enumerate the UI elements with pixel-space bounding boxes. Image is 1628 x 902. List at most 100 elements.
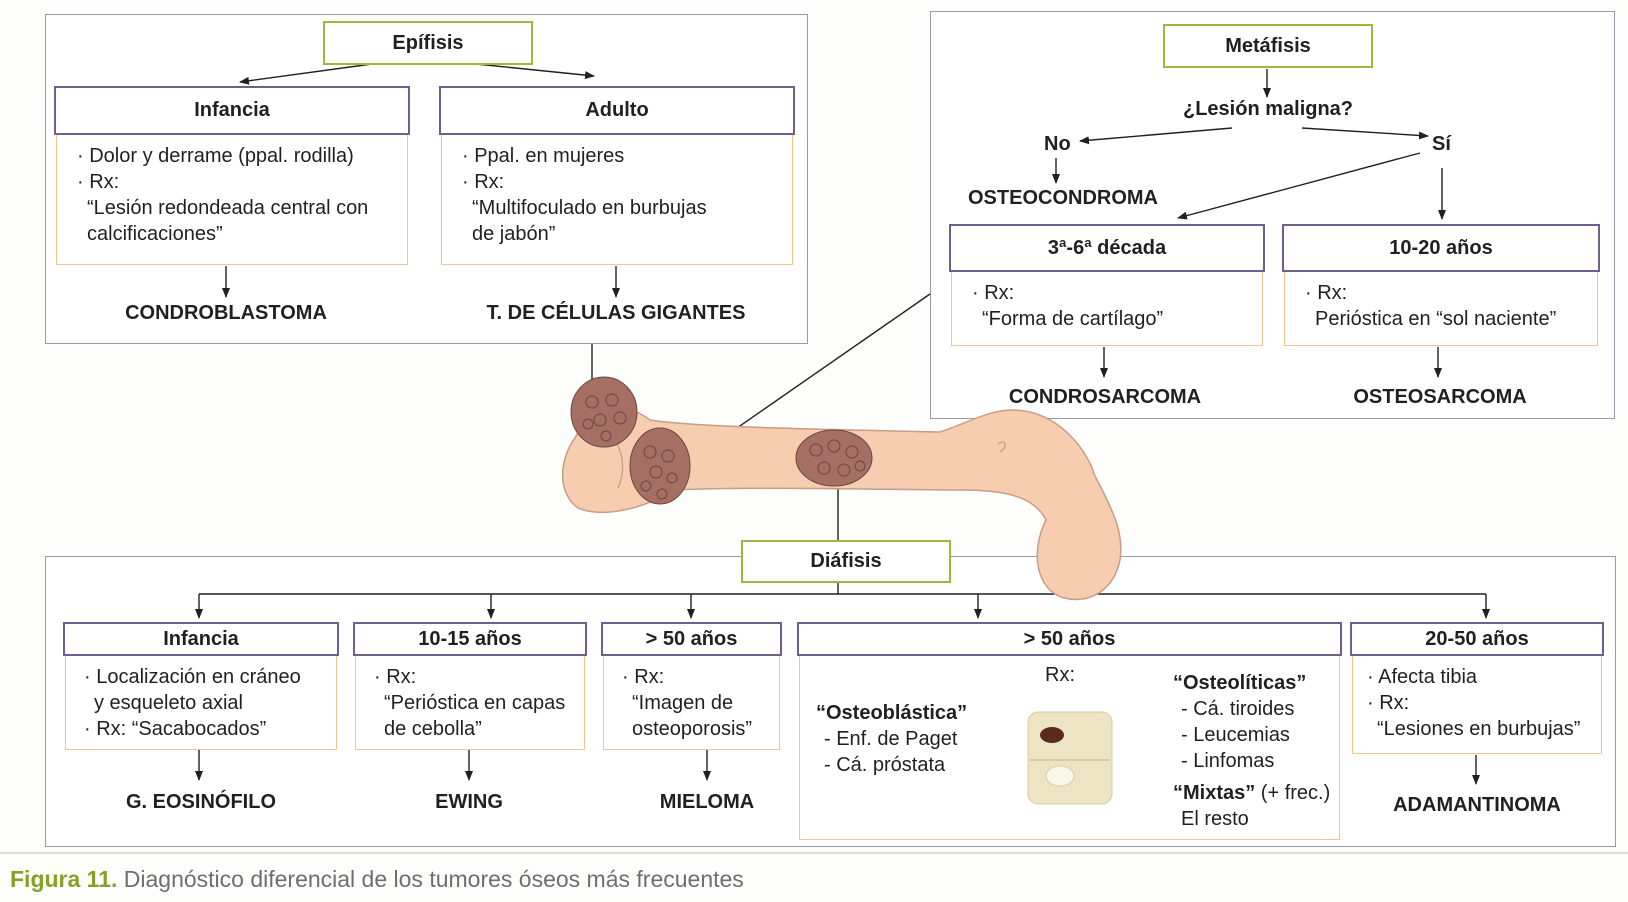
diafisis-metastasis-header-label: > 50 años bbox=[1023, 627, 1116, 650]
blastica-item-2: - Cá. próstata bbox=[824, 754, 946, 776]
femur-trochanter-line bbox=[997, 441, 1006, 453]
diafisis-infancia-line-1: · Localización en cráneo bbox=[84, 666, 301, 688]
metafisis-no: No bbox=[1044, 133, 1071, 155]
caption-divider bbox=[0, 852, 1628, 854]
arrow-epifisis-adulto bbox=[475, 63, 595, 80]
metastasis-mixtas: “Mixtas” (+ frec.) El resto bbox=[1173, 780, 1330, 832]
diafisis-mieloma-line-3: osteoporosis” bbox=[632, 718, 753, 740]
epifisis-adulto-body: · Ppal. en mujeres · Rx: “Multifoculado … bbox=[441, 135, 793, 265]
epifisis-infancia-body: · Dolor y derrame (ppal. rodilla) · Rx: … bbox=[56, 135, 408, 265]
metastasis-rx: Rx: bbox=[1045, 664, 1075, 686]
epifisis-adulto-line-2: · Rx: bbox=[462, 171, 505, 193]
epifisis-infancia-line-2: · Rx: bbox=[77, 171, 120, 193]
metafisis-anos-header: 10-20 años bbox=[1282, 224, 1600, 272]
metafisis-anos-header-label: 10-20 años bbox=[1389, 236, 1493, 259]
epifisis-adulto-line-4: de jabón” bbox=[472, 223, 556, 245]
diafisis-infancia-header-label: Infancia bbox=[163, 627, 239, 650]
diafisis-adamantinoma-body: · Afecta tibia · Rx: “Lesiones en burbuj… bbox=[1352, 656, 1602, 754]
figure-caption-text: Diagnóstico diferencial de los tumores ó… bbox=[117, 866, 744, 892]
metafisis-title-box: Metáfisis bbox=[1163, 24, 1373, 68]
epifisis-adulto-header-label: Adulto bbox=[585, 99, 649, 121]
epifisis-adulto-line-1: · Ppal. en mujeres bbox=[462, 145, 625, 167]
result-osteosarcoma: OSTEOSARCOMA bbox=[1353, 386, 1527, 408]
metafisis-anos-line-1: · Rx: bbox=[1305, 282, 1348, 304]
epifisis-title: Epífisis bbox=[392, 31, 464, 54]
result-condroblastoma: CONDROBLASTOMA bbox=[125, 302, 327, 324]
metafisis-title: Metáfisis bbox=[1225, 34, 1311, 57]
blastica-title: “Osteoblástica” bbox=[816, 702, 968, 724]
arrow-question-si bbox=[1301, 127, 1429, 140]
liticas-item-2: - Leucemias bbox=[1181, 724, 1290, 746]
metafisis-decada-header-label: 3ª-6ª década bbox=[1047, 236, 1167, 259]
result-mieloma: MIELOMA bbox=[659, 791, 755, 813]
mixtas-item: El resto bbox=[1181, 808, 1249, 830]
diafisis-mieloma-body: · Rx: “Imagen de osteoporosis” bbox=[603, 656, 780, 750]
metafisis-decada-header: 3ª-6ª década bbox=[949, 224, 1265, 272]
tumor-epifisis bbox=[570, 376, 638, 448]
metafisis-anos-line-2: Perióstica en “sol naciente” bbox=[1315, 308, 1557, 330]
metafisis-decada-body: · Rx: “Forma de cartílago” bbox=[951, 272, 1263, 346]
arrow-si-decada bbox=[1177, 152, 1421, 220]
diafisis-mieloma-header-label: > 50 años bbox=[645, 627, 738, 650]
diafisis-adamantinoma-header-label: 20-50 años bbox=[1425, 627, 1529, 650]
arrow-epifisis-infancia bbox=[239, 63, 373, 85]
epifisis-adulto-line-3: “Multifoculado en burbujas bbox=[472, 197, 707, 219]
diafisis-mieloma-line-2: “Imagen de bbox=[632, 692, 734, 714]
result-condrosarcoma: CONDROSARCOMA bbox=[1008, 386, 1202, 408]
diafisis-ewing-header-label: 10-15 años bbox=[418, 627, 522, 650]
metafisis-si: Sí bbox=[1432, 133, 1451, 155]
diafisis-adamantinoma-line-2: · Rx: bbox=[1367, 692, 1410, 714]
diafisis-title: Diáfisis bbox=[810, 550, 882, 572]
vertebra-lesion-lytic bbox=[1045, 765, 1075, 787]
result-ewing: EWING bbox=[435, 791, 503, 813]
diafisis-mieloma-line-1: · Rx: bbox=[622, 666, 665, 688]
metafisis-decada-line-1: · Rx: bbox=[972, 282, 1015, 304]
diafisis-adamantinoma-header: 20-50 años bbox=[1350, 622, 1604, 656]
diafisis-adamantinoma-line-1: · Afecta tibia bbox=[1367, 666, 1478, 688]
figure-caption: Figura 11. Diagnóstico diferencial de lo… bbox=[10, 866, 744, 893]
diafisis-adamantinoma-line-3: “Lesiones en burbujas” bbox=[1377, 718, 1581, 740]
liticas-item-1: - Cá. tiroides bbox=[1181, 698, 1295, 720]
metastasis-liticas: “Osteolíticas” - Cá. tiroides - Leucemia… bbox=[1173, 670, 1306, 774]
diafisis-ewing-line-3: de cebolla” bbox=[384, 718, 482, 740]
metafisis-panel bbox=[930, 11, 1615, 419]
diafisis-infancia-body: · Localización en cráneo y esqueleto axi… bbox=[65, 656, 337, 750]
metafisis-anos-body: · Rx: Perióstica en “sol naciente” bbox=[1284, 272, 1598, 346]
epifisis-infancia-line-3: “Lesión redondeada central con bbox=[87, 197, 369, 219]
epifisis-infancia-header: Infancia bbox=[54, 86, 410, 135]
diafisis-mieloma-header: > 50 años bbox=[601, 622, 782, 656]
blastica-item-1: - Enf. de Paget bbox=[824, 728, 958, 750]
metafisis-question: ¿Lesión maligna? bbox=[1183, 98, 1354, 120]
tumor-diafisis bbox=[795, 429, 873, 487]
metastasis-blastica: “Osteoblástica” - Enf. de Paget - Cá. pr… bbox=[816, 700, 967, 778]
liticas-title: “Osteolíticas” bbox=[1173, 672, 1307, 694]
metafisis-decada-line-2: “Forma de cartílago” bbox=[982, 308, 1164, 330]
result-adamantinoma: ADAMANTINOMA bbox=[1393, 794, 1561, 816]
diafisis-infancia-header: Infancia bbox=[63, 622, 339, 656]
result-tcg: T. DE CÉLULAS GIGANTES bbox=[486, 302, 746, 324]
epifisis-adulto-header: Adulto bbox=[439, 86, 795, 135]
epifisis-infancia-header-label: Infancia bbox=[194, 99, 270, 121]
result-g-eosinofilo: G. EOSINÓFILO bbox=[125, 791, 276, 813]
mixtas-title: “Mixtas” bbox=[1173, 782, 1256, 804]
arrow-question-no bbox=[1079, 127, 1233, 145]
liticas-item-3: - Linfomas bbox=[1181, 750, 1275, 772]
vertebra-body bbox=[1027, 711, 1113, 805]
diafisis-infancia-line-2: y esqueleto axial bbox=[94, 692, 243, 714]
diafisis-infancia-line-3: · Rx: “Sacabocados” bbox=[84, 718, 267, 740]
diafisis-ewing-header: 10-15 años bbox=[353, 622, 587, 656]
diafisis-ewing-line-1: · Rx: bbox=[374, 666, 417, 688]
diafisis-ewing-line-2: “Perióstica en capas bbox=[384, 692, 566, 714]
result-osteocondroma: OSTEOCONDROMA bbox=[968, 187, 1158, 209]
epifisis-title-box: Epífisis bbox=[323, 21, 533, 65]
epifisis-infancia-line-1: · Dolor y derrame (ppal. rodilla) bbox=[77, 145, 354, 167]
epifisis-infancia-line-4: calcificaciones” bbox=[87, 223, 223, 245]
diafisis-title-box: Diáfisis bbox=[741, 540, 951, 583]
tumor-metafisis bbox=[629, 427, 691, 505]
mixtas-suffix: (+ frec.) bbox=[1255, 782, 1331, 804]
figure-label: Figura 11. bbox=[10, 866, 118, 892]
diafisis-metastasis-header: > 50 años bbox=[797, 622, 1342, 656]
